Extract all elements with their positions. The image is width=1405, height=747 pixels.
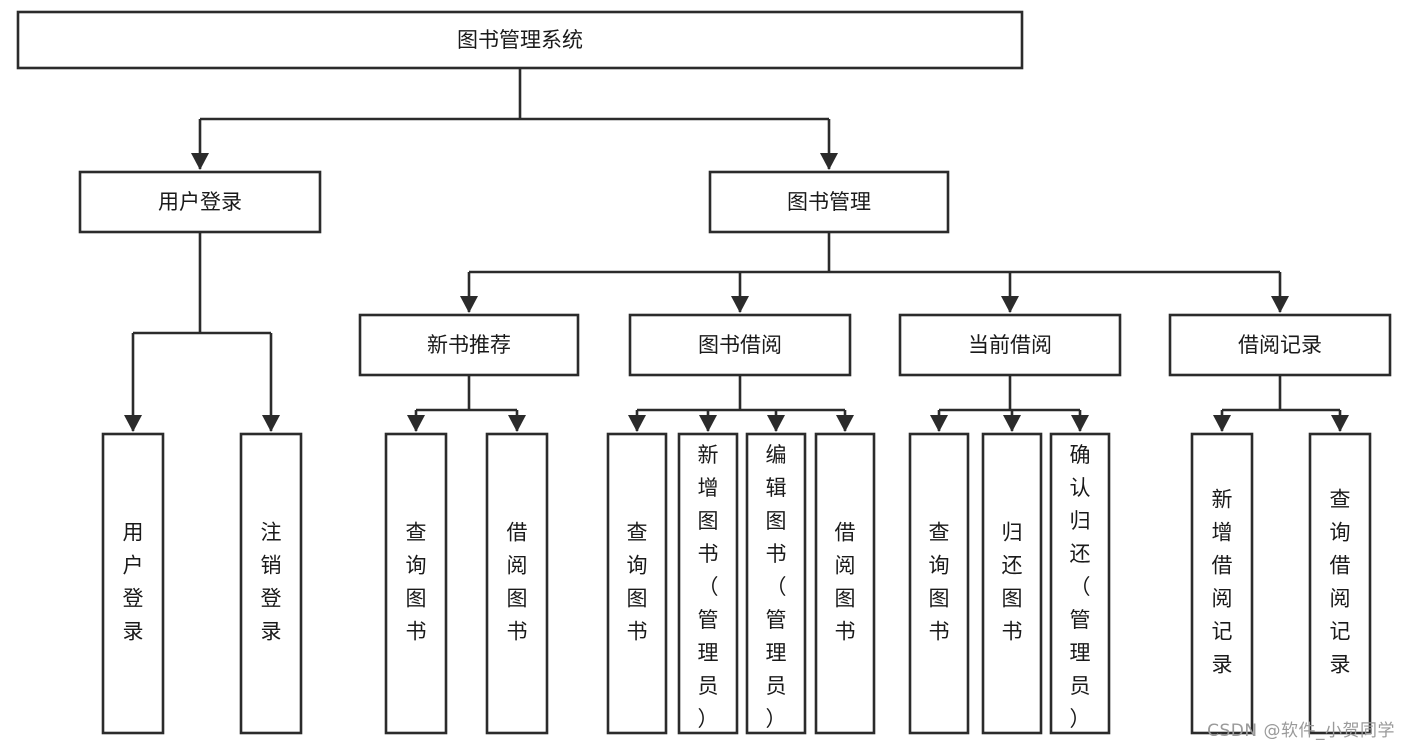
arrow-head-icon	[124, 415, 142, 432]
arrow-head-icon	[191, 153, 209, 170]
level2-node[interactable]: 图书管理	[708, 170, 950, 234]
leaf-node[interactable]: 编辑图书（管理员）	[745, 432, 807, 735]
level3-label: 图书借阅	[698, 333, 782, 357]
leaf-node[interactable]: 用户登录	[101, 432, 165, 735]
level2-box[interactable]	[78, 170, 322, 234]
arrow-head-icon	[407, 415, 425, 432]
leaf-label: 归还图书	[1002, 521, 1023, 644]
arrow-head-icon	[1271, 296, 1289, 313]
arrow-head-icon	[1003, 415, 1021, 432]
leaf-node[interactable]: 借阅图书	[485, 432, 549, 735]
leaf-box[interactable]	[101, 432, 165, 735]
leaf-node[interactable]: 查询借阅记录	[1308, 432, 1372, 735]
leaf-node[interactable]: 查询图书	[384, 432, 448, 735]
leaf-label: 确认归还（管理员）	[1070, 443, 1091, 731]
leaf-label: 借阅图书	[835, 521, 856, 644]
leaf-box[interactable]	[908, 432, 970, 735]
arrow-head-icon	[1001, 296, 1019, 313]
level3-box[interactable]	[628, 313, 852, 377]
arrow-head-icon	[1213, 415, 1231, 432]
root-node[interactable]: 图书管理系统	[16, 10, 1024, 70]
leaf-label: 查询借阅记录	[1330, 488, 1351, 677]
arrow-head-icon	[820, 153, 838, 170]
arrow-head-icon	[628, 415, 646, 432]
level2-label: 图书管理	[787, 190, 871, 214]
leaf-node[interactable]: 借阅图书	[814, 432, 876, 735]
level3-node[interactable]: 借阅记录	[1168, 313, 1392, 377]
leaf-node[interactable]: 新增借阅记录	[1190, 432, 1254, 735]
leaf-label: 注销登录	[261, 521, 282, 644]
leaf-label: 查询图书	[627, 521, 648, 644]
leaf-label: 编辑图书（管理员）	[766, 443, 787, 731]
leaf-node[interactable]: 确认归还（管理员）	[1049, 432, 1111, 735]
level3-box[interactable]	[1168, 313, 1392, 377]
arrow-head-icon	[460, 296, 478, 313]
arrow-head-icon	[508, 415, 526, 432]
arrow-head-icon	[731, 296, 749, 313]
leaf-node[interactable]: 注销登录	[239, 432, 303, 735]
level3-node[interactable]: 新书推荐	[358, 313, 580, 377]
leaf-label: 查询图书	[929, 521, 950, 644]
leaf-box[interactable]	[1308, 432, 1372, 735]
leaf-label: 用户登录	[123, 521, 144, 644]
arrow-head-icon	[930, 415, 948, 432]
level3-label: 当前借阅	[968, 333, 1052, 357]
leaf-box[interactable]	[677, 432, 739, 735]
arrow-head-icon	[1071, 415, 1089, 432]
leaf-node[interactable]: 归还图书	[981, 432, 1043, 735]
level3-label: 新书推荐	[427, 333, 511, 357]
level3-node[interactable]: 图书借阅	[628, 313, 852, 377]
leaf-label: 查询图书	[406, 521, 427, 644]
leaf-node[interactable]: 查询图书	[908, 432, 970, 735]
level3-box[interactable]	[898, 313, 1122, 377]
level3-node[interactable]: 当前借阅	[898, 313, 1122, 377]
node-layer: 图书管理系统用户登录图书管理新书推荐图书借阅当前借阅借阅记录用户登录注销登录查询…	[16, 10, 1392, 735]
leaf-box[interactable]	[981, 432, 1043, 735]
level3-box[interactable]	[358, 313, 580, 377]
leaf-node[interactable]: 查询图书	[606, 432, 668, 735]
level2-node[interactable]: 用户登录	[78, 170, 322, 234]
leaf-label: 借阅图书	[507, 521, 528, 644]
arrow-head-icon	[767, 415, 785, 432]
leaf-box[interactable]	[745, 432, 807, 735]
leaf-box[interactable]	[1190, 432, 1254, 735]
leaf-box[interactable]	[239, 432, 303, 735]
root-box[interactable]	[16, 10, 1024, 70]
arrow-head-icon	[699, 415, 717, 432]
connector-layer	[124, 68, 1349, 432]
leaf-box[interactable]	[384, 432, 448, 735]
arrow-head-icon	[262, 415, 280, 432]
leaf-node[interactable]: 新增图书（管理员）	[677, 432, 739, 735]
leaf-box[interactable]	[606, 432, 668, 735]
leaf-label: 新增图书（管理员）	[698, 443, 719, 731]
leaf-box[interactable]	[485, 432, 549, 735]
arrow-head-icon	[836, 415, 854, 432]
leaf-label: 新增借阅记录	[1212, 488, 1233, 677]
level2-label: 用户登录	[158, 190, 242, 214]
root-label: 图书管理系统	[457, 28, 583, 52]
leaf-box[interactable]	[814, 432, 876, 735]
leaf-box[interactable]	[1049, 432, 1111, 735]
arrow-head-icon	[1331, 415, 1349, 432]
level2-box[interactable]	[708, 170, 950, 234]
level3-label: 借阅记录	[1238, 333, 1322, 357]
